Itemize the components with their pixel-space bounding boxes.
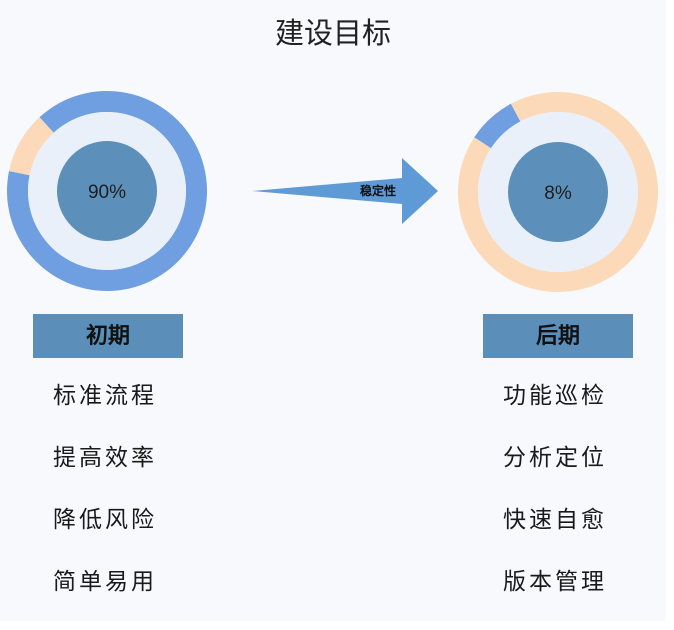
donut-chart-initial: 90% bbox=[7, 91, 207, 291]
percent-label-initial: 90% bbox=[88, 182, 126, 203]
list-item: 简单易用 bbox=[53, 569, 157, 595]
donut-slice-secondary-initial bbox=[9, 117, 54, 176]
percent-label-later: 8% bbox=[544, 183, 572, 204]
transition-arrow: 稳定性 bbox=[252, 158, 438, 224]
donut-ring-later bbox=[458, 92, 658, 292]
donut-core-initial bbox=[57, 141, 157, 241]
arrow-label: 稳定性 bbox=[360, 183, 396, 198]
arrow-shape bbox=[252, 158, 438, 224]
list-item: 提高效率 bbox=[53, 445, 157, 471]
page-title: 建设目标 bbox=[274, 16, 391, 50]
list-item: 分析定位 bbox=[503, 445, 607, 471]
list-item: 版本管理 bbox=[503, 569, 607, 595]
initial-goals-list: 标准流程 提高效率 降低风险 简单易用 bbox=[53, 382, 157, 630]
list-item: 降低风险 bbox=[53, 507, 157, 533]
donut-core-later bbox=[508, 142, 608, 242]
list-item: 标准流程 bbox=[53, 383, 157, 409]
list-item: 快速自愈 bbox=[503, 507, 607, 533]
donut-slice-primary-later bbox=[474, 103, 521, 149]
phase-label-initial: 初期 bbox=[33, 314, 183, 358]
phase-label-later: 后期 bbox=[483, 314, 633, 358]
diagram-canvas: 建设目标 90% 稳定性 8% 初期 后期 标准流程 提高效率 降低风险 简单易… bbox=[7, 16, 658, 595]
later-goals-list: 功能巡检 分析定位 快速自愈 版本管理 bbox=[503, 382, 607, 630]
donut-chart-later: 8% bbox=[458, 92, 658, 292]
list-item: 功能巡检 bbox=[503, 383, 607, 409]
donut-ring-initial bbox=[7, 91, 207, 291]
